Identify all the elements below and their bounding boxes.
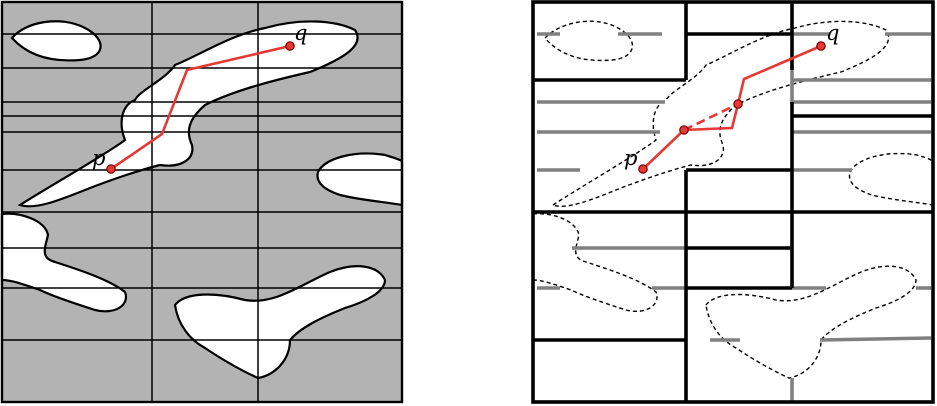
right-dashed-path-segment — [683, 102, 739, 132]
free-region-top-left — [10, 20, 102, 62]
left-goal-point — [285, 41, 295, 51]
left-panel: p q — [0, 0, 404, 404]
left-start-point — [106, 164, 116, 174]
right-panel: p q — [531, 0, 935, 404]
dashed-region-corridor — [551, 20, 890, 207]
dashed-region-bottom — [705, 265, 917, 379]
right-path-start — [642, 129, 685, 170]
left-shortest-path — [110, 44, 291, 171]
free-region-left-lower — [0, 212, 128, 313]
right-goal-point — [816, 41, 826, 51]
dashed-region-left-lower — [532, 213, 658, 312]
right-thick-grid — [533, 2, 933, 402]
right-path-detour — [683, 103, 740, 132]
left-panel-border — [0, 0, 404, 404]
right-start-point — [638, 164, 648, 174]
right-gray-edges — [537, 32, 932, 402]
right-path: p q — [624, 21, 839, 174]
right-waypoint-1 — [679, 125, 689, 135]
right-panel-border — [531, 0, 935, 404]
dashed-region-right — [848, 152, 934, 206]
left-goal-label: q — [294, 21, 307, 45]
right-path-end — [736, 44, 822, 105]
right-goal-label: q — [826, 21, 839, 45]
right-start-label: p — [624, 146, 637, 170]
left-path: p q — [92, 21, 307, 174]
free-region-bottom — [173, 265, 387, 380]
left-grid — [2, 2, 402, 402]
right-panel-background — [533, 2, 933, 402]
dashed-region-top-left — [544, 20, 634, 62]
left-start-label: p — [92, 146, 105, 170]
right-dashed-free-space — [532, 20, 934, 379]
right-waypoint-2 — [733, 99, 743, 109]
